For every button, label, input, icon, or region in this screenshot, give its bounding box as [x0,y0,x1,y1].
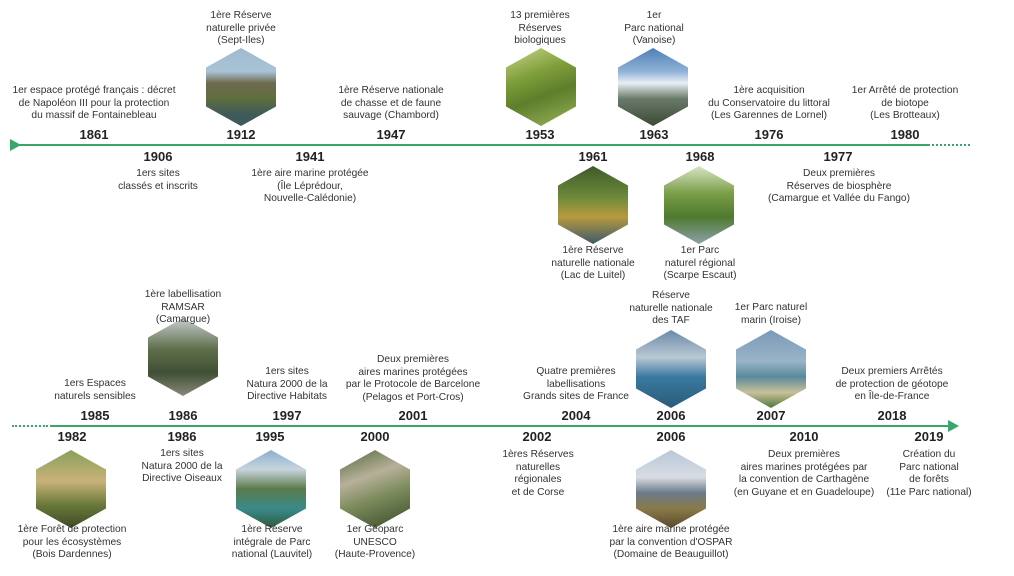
photo-bois-dardennes [36,450,106,528]
event-desc-2006b: 1ère aire marine protégée par la convent… [609,524,733,560]
event-year-2000: 2000 [360,429,390,444]
timeline-top-line [18,144,930,146]
event-year-1953: 1953 [525,127,555,142]
timeline-bottom-arrow [948,420,959,432]
event-year-2006a: 2006 [656,408,686,423]
event-year-1963: 1963 [639,127,669,142]
event-year-1985: 1985 [80,408,110,423]
timeline-bottom-dotted [12,425,48,427]
event-year-1986a: 1986 [168,408,198,423]
timeline-bottom-line [50,425,950,427]
event-year-1968: 1968 [685,149,715,164]
event-year-1861: 1861 [79,127,109,142]
event-year-1995: 1995 [255,429,285,444]
event-desc-1986a: 1ère labellisation RAMSAR (Camargue) [144,289,222,325]
event-year-1947: 1947 [376,127,406,142]
event-desc-1861: 1er espace protégé français : décret de … [12,85,176,121]
event-desc-1968: 1er Parc naturel régional (Scarpe Escaut… [663,245,737,281]
timeline-top-dotted [932,144,970,146]
photo-lauvitel [236,450,306,528]
event-year-1941: 1941 [295,149,325,164]
photo-iroise [736,330,806,408]
event-year-2019: 2019 [914,429,944,444]
event-desc-1997: 1ers sites Natura 2000 de la Directive H… [246,366,328,402]
event-desc-1906: 1ers sites classés et inscrits [118,168,198,192]
event-year-2002: 2002 [522,429,552,444]
photo-camargue [148,318,218,396]
event-year-1997: 1997 [272,408,302,423]
event-desc-1980: 1er Arrêté de protection de biotope (Les… [851,85,959,121]
event-year-1976: 1976 [754,127,784,142]
event-desc-1947: 1ère Réserve nationale de chasse et de f… [338,85,444,121]
event-year-2010: 2010 [789,429,819,444]
photo-beauguillot [636,450,706,528]
event-desc-2004: Quatre premières labellisations Grands s… [523,366,629,402]
photo-haute-provence [340,450,410,528]
event-year-2006b: 2006 [656,429,686,444]
event-desc-1976: 1ère acquisition du Conservatoire du lit… [708,85,830,121]
event-desc-1941: 1ère aire marine protégée (Île Léprédour… [251,168,369,204]
event-year-2018: 2018 [877,408,907,423]
event-desc-2010: Deux premières aires marines protégées p… [733,449,875,498]
event-desc-2002: 1ères Réserves naturelles régionales et … [502,449,574,498]
event-year-2007: 2007 [756,408,786,423]
event-year-1977: 1977 [823,149,853,164]
photo-reserves-biologiques [506,48,576,126]
event-desc-1912: 1ère Réserve naturelle privée (Sept-Iles… [206,10,276,46]
event-desc-1953: 13 premières Réserves biologiques [510,10,570,46]
event-year-1982: 1982 [57,429,87,444]
event-year-1912: 1912 [226,127,256,142]
event-year-1980: 1980 [890,127,920,142]
photo-sept-iles [206,48,276,126]
event-desc-1977: Deux premières Réserves de biosphère (Ca… [768,168,910,204]
event-year-2004: 2004 [561,408,591,423]
photo-taf [636,330,706,408]
event-desc-1995: 1ère Réserve intégrale de Parc national … [231,524,313,560]
photo-vanoise [618,48,688,126]
event-desc-1985: 1ers Espaces naturels sensibles [54,378,136,402]
event-desc-2018: Deux premiers Arrêtés de protection de g… [835,366,949,402]
event-year-2001: 2001 [398,408,428,423]
event-desc-2000: 1er Géoparc UNESCO (Haute-Provence) [334,524,416,560]
event-desc-2019: Création du Parc national de forêts (11e… [886,449,972,498]
event-year-1961: 1961 [578,149,608,164]
event-desc-2007: 1er Parc naturel marin (Iroise) [734,302,808,326]
event-desc-1982: 1ère Forêt de protection pour les écosys… [17,524,127,560]
timeline-top-arrow [10,139,21,151]
event-desc-1986b: 1ers sites Natura 2000 de la Directive O… [141,448,223,484]
photo-scarpe-escaut [664,166,734,244]
event-desc-1963: 1er Parc national (Vanoise) [624,10,684,46]
event-desc-1961: 1ère Réserve naturelle nationale (Lac de… [551,245,635,281]
event-desc-2001: Deux premières aires marines protégées p… [345,354,481,403]
event-year-1986b: 1986 [167,429,197,444]
photo-lac-de-luitel [558,166,628,244]
event-year-1906: 1906 [143,149,173,164]
event-desc-2006a: Réserve naturelle nationale des TAF [629,290,713,326]
